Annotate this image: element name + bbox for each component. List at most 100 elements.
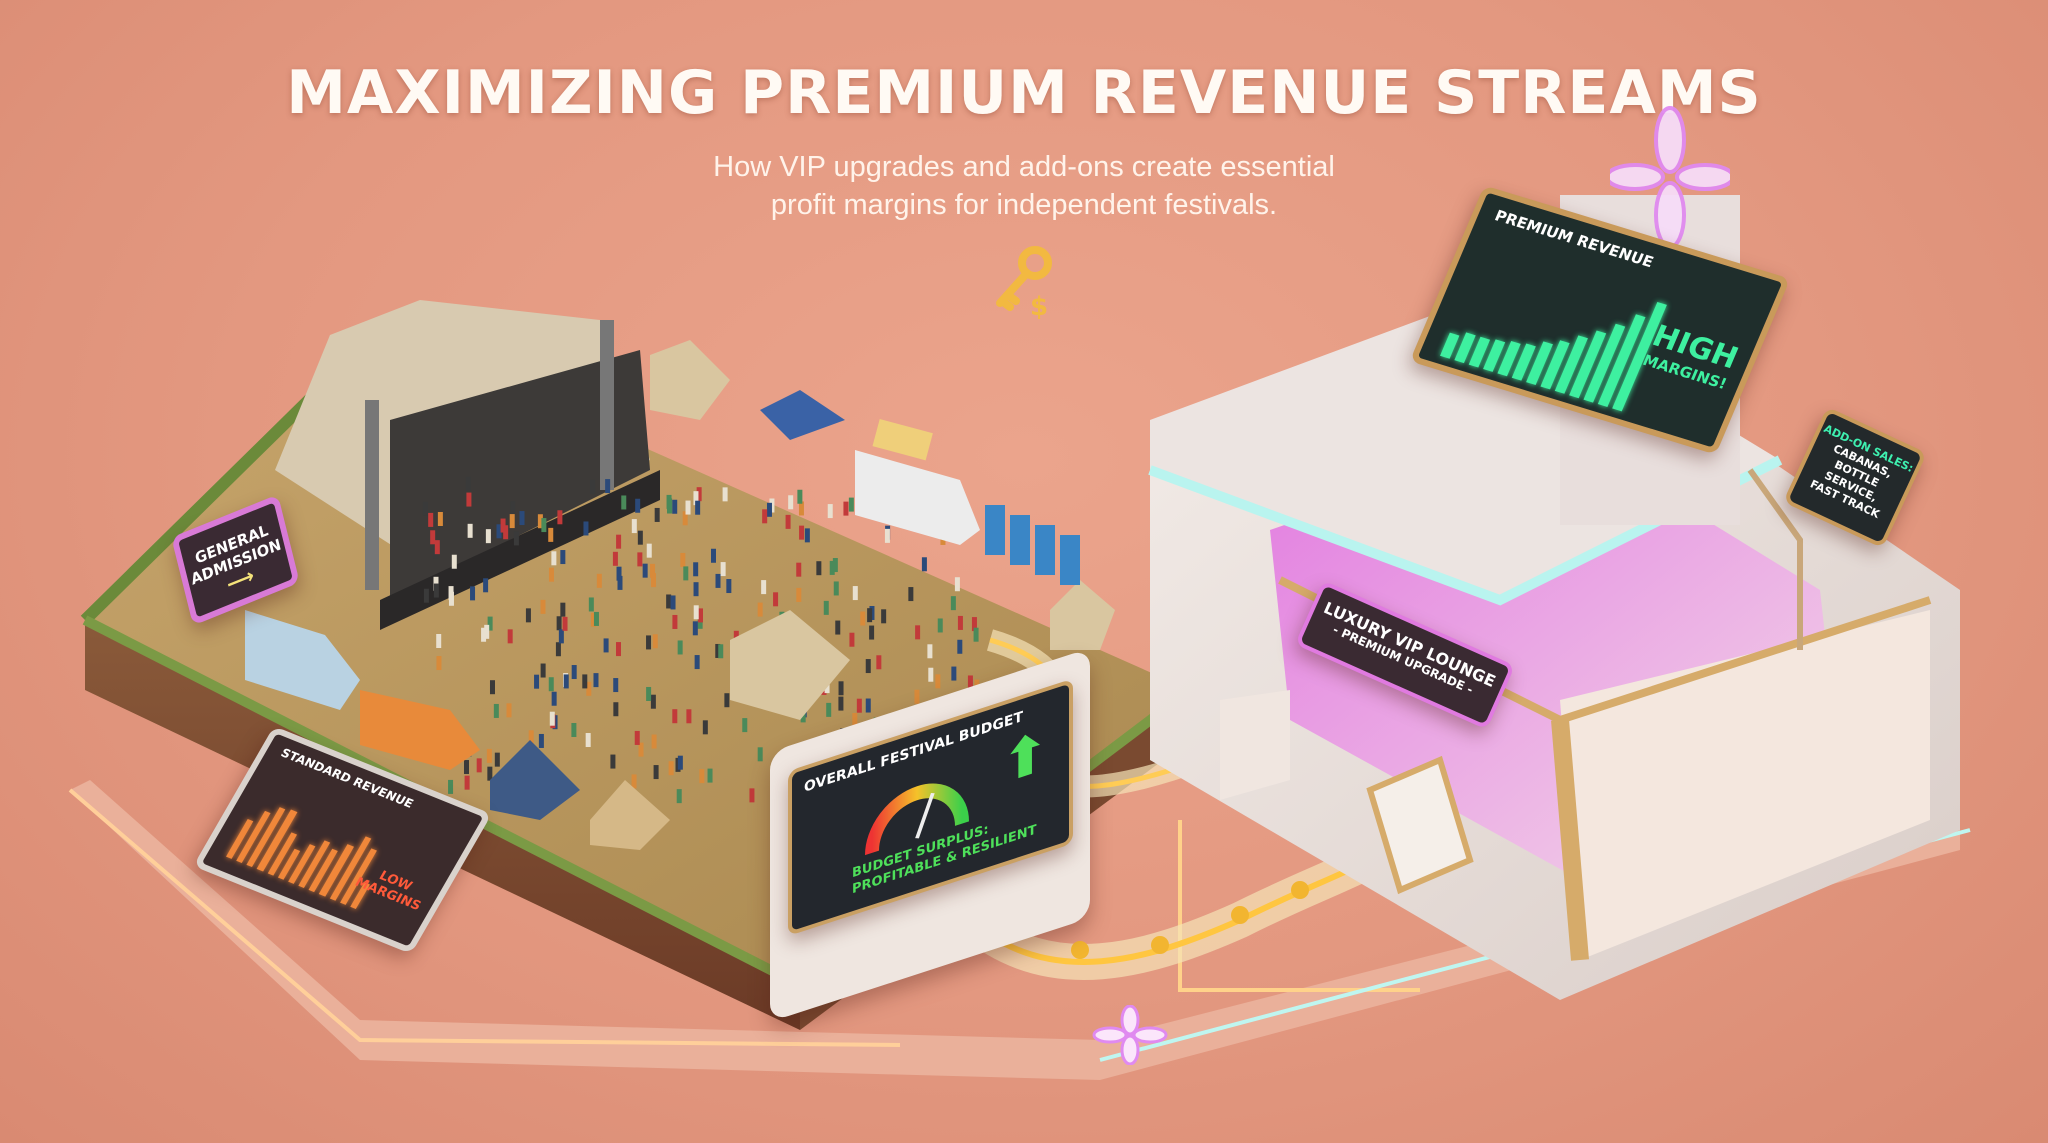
flower-icon xyxy=(1090,1004,1170,1066)
festival-goer xyxy=(470,586,476,601)
festival-goer xyxy=(785,514,791,529)
budget-machine: OVERALL FESTIVAL BUDGET ⬆ BUDGET SURPLUS… xyxy=(770,648,1090,1022)
festival-goer xyxy=(852,586,858,601)
festival-goer xyxy=(683,566,689,581)
festival-goer xyxy=(720,562,726,577)
festival-goer xyxy=(637,530,643,545)
festival-goer xyxy=(646,635,652,650)
festival-goer xyxy=(582,674,588,689)
festival-goer xyxy=(493,703,499,718)
festival-goer xyxy=(548,677,554,692)
festival-goer xyxy=(557,510,563,525)
festival-goer xyxy=(621,495,627,510)
festival-goer xyxy=(672,709,678,724)
festival-goer xyxy=(951,666,957,681)
festival-goer xyxy=(852,713,858,728)
festival-goer xyxy=(451,554,457,569)
festival-goer xyxy=(682,511,688,526)
festival-goer xyxy=(481,627,487,642)
festival-goer xyxy=(693,605,699,620)
festival-goer xyxy=(827,504,833,519)
festival-goer xyxy=(651,734,657,749)
festival-goer xyxy=(670,595,676,610)
festival-goer xyxy=(422,501,428,516)
festival-goer xyxy=(562,616,568,631)
page-subtitle: How VIP upgrades and add-ons create esse… xyxy=(0,148,2048,224)
festival-goer xyxy=(676,789,682,804)
festival-goer xyxy=(915,625,921,640)
festival-goer xyxy=(848,497,854,512)
festival-goer xyxy=(551,551,557,566)
festival-goer xyxy=(433,583,439,598)
festival-goer xyxy=(876,655,882,670)
festival-goer xyxy=(650,694,656,709)
festival-goer xyxy=(869,625,875,640)
festival-goer xyxy=(927,644,933,659)
festival-goer xyxy=(718,644,724,659)
festival-goer xyxy=(829,560,835,575)
festival-goer xyxy=(586,681,592,696)
festival-goer xyxy=(506,703,512,718)
festival-goer xyxy=(548,527,554,542)
festival-goer xyxy=(571,722,577,737)
festival-goer xyxy=(677,640,683,655)
festival-goer xyxy=(957,639,963,654)
festival-goer xyxy=(616,566,622,581)
festival-goer xyxy=(762,509,768,524)
festival-goer xyxy=(726,579,732,594)
festival-goer xyxy=(631,519,637,534)
festival-goer xyxy=(476,758,482,773)
festival-goer xyxy=(693,562,699,577)
festival-goer xyxy=(757,602,763,617)
festival-goer xyxy=(651,573,657,588)
festival-goer xyxy=(588,597,594,612)
festival-goer xyxy=(434,540,440,555)
festival-goer xyxy=(558,629,564,644)
festival-goer xyxy=(967,675,973,690)
festival-goer xyxy=(560,550,566,565)
festival-goer xyxy=(799,525,805,540)
festival-goer xyxy=(467,523,473,538)
festival-goer xyxy=(865,659,871,674)
festival-goer xyxy=(692,621,698,636)
festival-goer xyxy=(485,529,491,544)
festival-goer xyxy=(537,514,543,529)
festival-goer xyxy=(650,563,656,578)
festival-goer xyxy=(699,769,705,784)
festival-goer xyxy=(686,709,692,724)
festival-goer xyxy=(937,618,943,633)
festival-goer xyxy=(654,507,660,522)
festival-goer xyxy=(816,561,822,576)
festival-goer xyxy=(465,476,471,491)
festival-goer xyxy=(843,501,849,516)
food-trucks xyxy=(245,419,1080,770)
festival-goer xyxy=(833,581,839,596)
festival-goer xyxy=(463,760,469,775)
festival-goer xyxy=(464,775,470,790)
festival-goer xyxy=(694,655,700,670)
festival-goer xyxy=(571,665,577,680)
festival-goer xyxy=(715,643,721,658)
festival-goer xyxy=(613,678,619,693)
festival-goer xyxy=(826,702,832,717)
festival-goer xyxy=(710,548,716,563)
festival-goer xyxy=(646,686,652,701)
festival-goer xyxy=(509,514,515,529)
festival-goer xyxy=(448,779,454,794)
festival-goer xyxy=(835,620,841,635)
subtitle-line-1: How VIP upgrades and add-ons create esse… xyxy=(713,151,1335,183)
festival-goer xyxy=(954,577,960,592)
festival-goer xyxy=(503,525,509,540)
festival-goer xyxy=(637,552,643,567)
festival-goer xyxy=(693,582,699,597)
festival-goer xyxy=(583,521,589,536)
key-dollar-icon: $ xyxy=(990,245,1060,322)
festival-goer xyxy=(605,479,611,494)
festival-goer xyxy=(548,567,554,582)
festival-goer xyxy=(950,596,956,611)
festival-goer xyxy=(436,633,442,648)
festival-goer xyxy=(423,588,429,603)
festival-goer xyxy=(928,667,934,682)
festival-goer xyxy=(707,768,713,783)
festival-goer xyxy=(466,492,472,507)
